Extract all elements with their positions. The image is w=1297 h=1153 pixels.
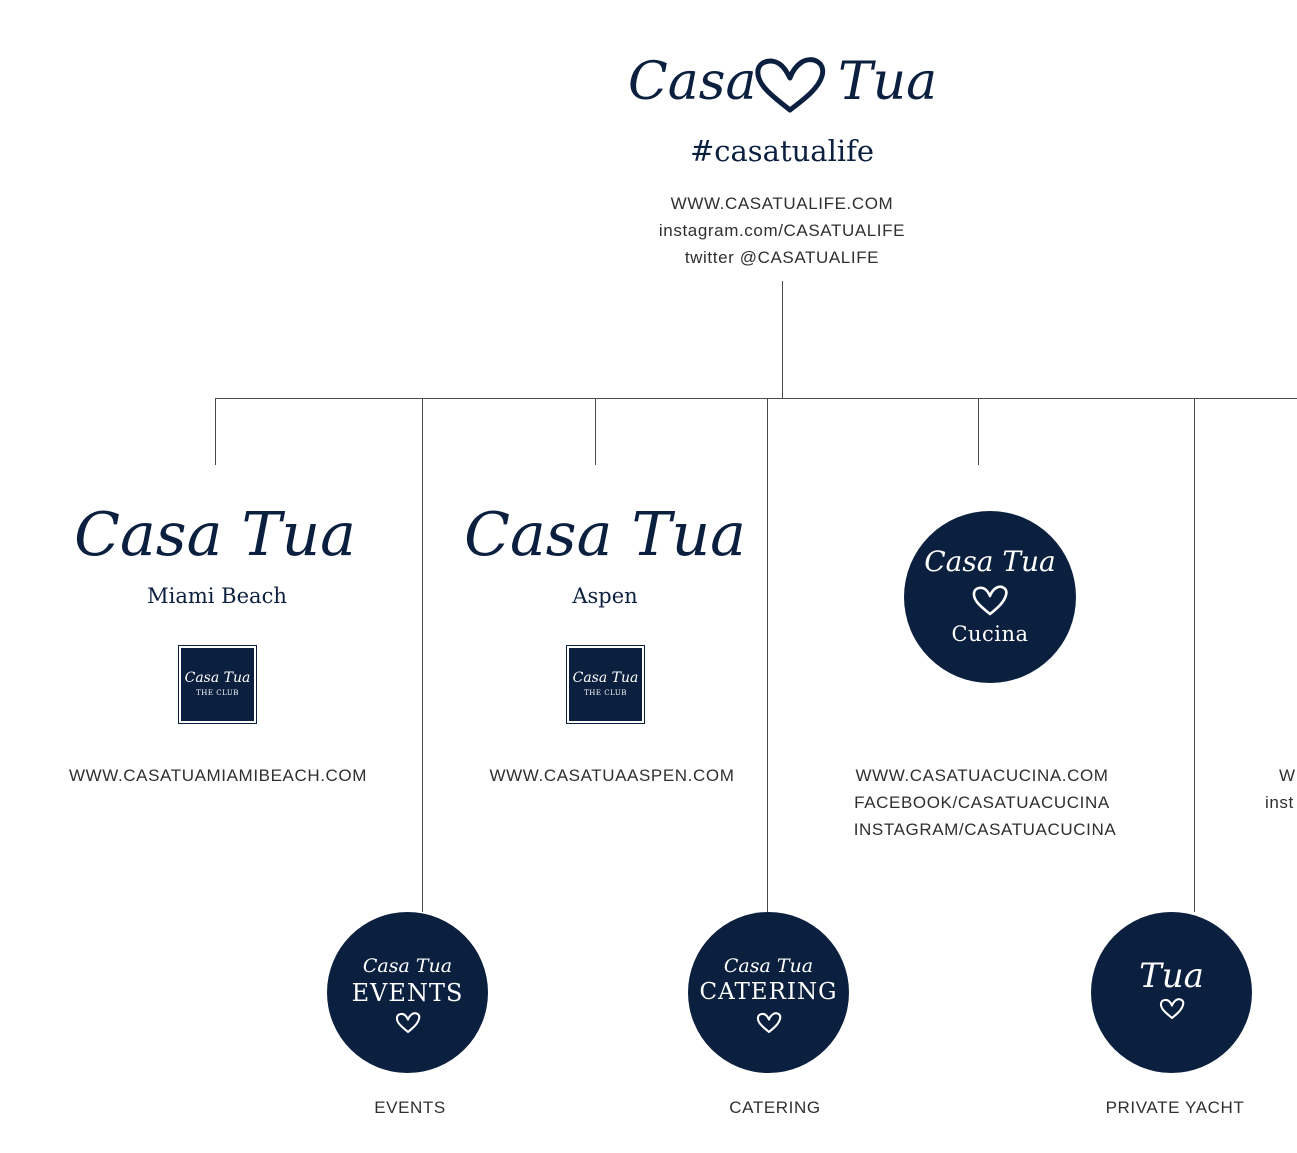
aspen-club-logo: Casa Tua (572, 670, 639, 686)
catering-badge-name: CATERING (699, 979, 838, 1005)
miami-club-logo: Casa Tua (184, 670, 251, 686)
header-logo: Casa Tua (620, 50, 950, 120)
header-logo-casa: Casa (628, 52, 757, 112)
aspen-club-sub: THE CLUB (584, 689, 627, 697)
cucina-badge-logo: Casa Tua (924, 545, 1056, 578)
header-link-website[interactable]: WWW.CASATUALIFE.COM (670, 194, 894, 213)
heart-icon (755, 57, 826, 113)
cucina-badge-name: Cucina (951, 622, 1029, 646)
heart-icon (395, 1012, 421, 1033)
heart-icon (972, 585, 1008, 616)
connector-bus (215, 398, 1297, 399)
events-badge-logo: Casa Tua (362, 955, 453, 977)
heart-icon (756, 1012, 782, 1033)
heart-icon (1159, 998, 1185, 1019)
cucina-link-instagram[interactable]: INSTAGRAM/CASATUACUCINA (853, 820, 1117, 839)
catering-badge: Casa Tua CATERING (688, 912, 849, 1073)
miami-location: Miami Beach (147, 584, 287, 608)
connector-catering (767, 398, 768, 912)
yacht-badge-logo: Tua (1139, 956, 1204, 996)
aspen-location: Aspen (572, 584, 638, 608)
aspen-logo: Casa Tua (464, 500, 746, 570)
cucina-link-website[interactable]: WWW.CASATUACUCINA.COM (855, 766, 1109, 785)
hashtag: #casatualife (689, 134, 875, 168)
header-link-instagram[interactable]: instagram.com/CASATUALIFE (658, 221, 906, 240)
miami-url[interactable]: WWW.CASATUAMIAMIBEACH.COM (68, 766, 367, 785)
events-badge: Casa Tua EVENTS (327, 912, 488, 1073)
connector-miami (215, 398, 216, 465)
events-badge-name: EVENTS (351, 979, 464, 1007)
catering-label: CATERING (729, 1098, 821, 1117)
connector-trunk (782, 281, 783, 399)
cucina-link-facebook[interactable]: FACEBOOK/CASATUACUCINA (854, 793, 1110, 812)
cutoff-link-2[interactable]: inst (1265, 793, 1294, 812)
miami-club-sub: THE CLUB (196, 689, 239, 697)
events-label: EVENTS (374, 1098, 446, 1117)
header-logo-tua: Tua (838, 52, 938, 112)
yacht-label: PRIVATE YACHT (1105, 1098, 1245, 1117)
cutoff-link-1[interactable]: W (1279, 766, 1296, 785)
connector-events (422, 398, 423, 912)
header-link-twitter[interactable]: twitter @CASATUALIFE (684, 248, 880, 267)
catering-badge-logo: Casa Tua (723, 955, 814, 977)
aspen-url[interactable]: WWW.CASATUAASPEN.COM (489, 766, 735, 785)
aspen-club-badge: Casa Tua THE CLUB (566, 645, 645, 724)
miami-club-badge: Casa Tua THE CLUB (178, 645, 257, 724)
connector-yacht (1194, 398, 1195, 912)
miami-logo: Casa Tua (74, 500, 356, 570)
cucina-badge: Casa Tua Cucina (904, 511, 1076, 683)
yacht-badge: Tua (1091, 912, 1252, 1073)
connector-cucina (978, 398, 979, 465)
connector-aspen (595, 398, 596, 465)
